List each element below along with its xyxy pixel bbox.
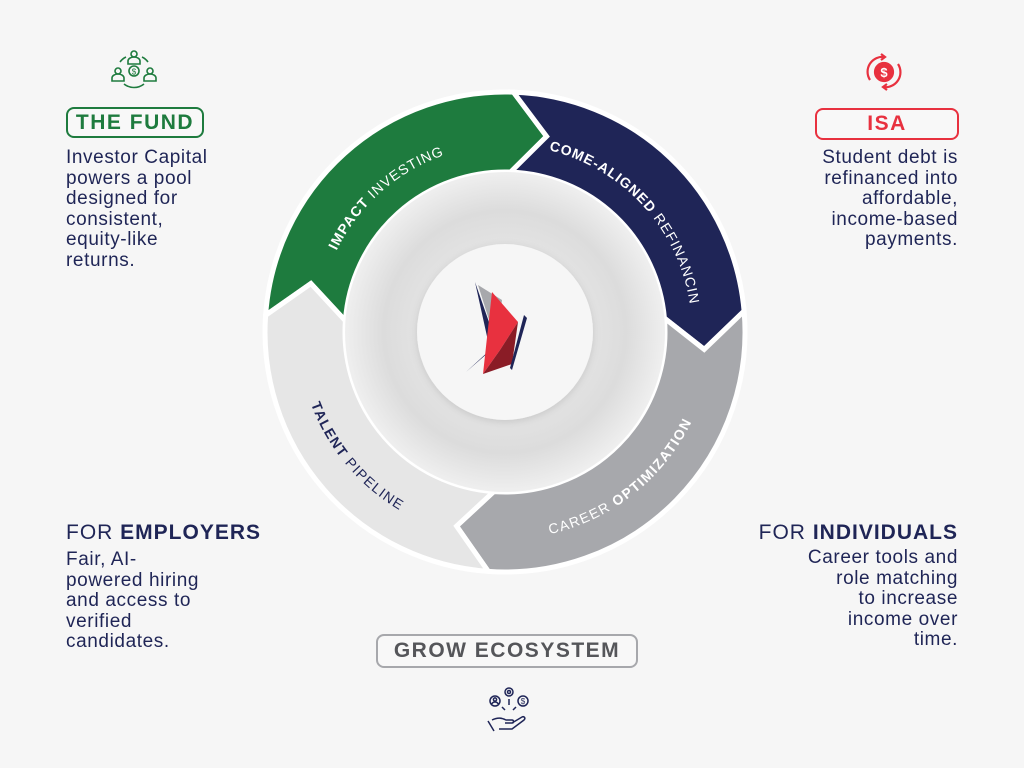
employers-line: and access to <box>66 590 192 611</box>
fund-line: consistent, <box>66 208 164 230</box>
fund-icon: $ <box>108 48 160 90</box>
isa-line: Student debt is <box>822 147 958 168</box>
fund-line: Investor Capital <box>66 147 208 168</box>
employers-prefix: FOR <box>66 521 121 544</box>
employers-line: verified <box>66 610 133 632</box>
individuals-line: role matching <box>836 567 958 589</box>
individuals-line: Career tools and <box>807 547 958 568</box>
individuals-line: time. <box>913 629 958 650</box>
svg-text:$: $ <box>880 65 888 80</box>
employers-line: Fair, AI- <box>66 549 137 570</box>
employers-title: EMPLOYERS <box>120 521 262 544</box>
fund-line: returns. <box>66 249 136 271</box>
individuals-title: INDIVIDUALS <box>812 521 958 544</box>
svg-text:$: $ <box>132 68 137 77</box>
individuals-line: to increase <box>858 588 958 609</box>
fund-line: designed for <box>66 188 178 209</box>
svg-text:$: $ <box>521 697 526 706</box>
fund-line: powers a pool <box>66 167 193 189</box>
employers-line: powered hiring <box>66 569 200 591</box>
isa-line: refinanced into <box>824 167 958 189</box>
employers-line: candidates. <box>66 631 170 652</box>
individuals-heading: FOR INDIVIDUALS <box>759 521 958 545</box>
fund-label: THE FUND <box>66 107 204 138</box>
isa-line: income-based <box>831 208 958 230</box>
isa-description: Student debt is refinanced into affordab… <box>822 147 958 251</box>
employers-description: Fair, AI- powered hiring and access to v… <box>66 549 200 653</box>
center-logo <box>466 282 527 374</box>
employers-heading: FOR EMPLOYERS <box>66 521 261 545</box>
isa-label: ISA <box>815 108 959 140</box>
cycle-segments <box>262 89 748 575</box>
individuals-line: income over <box>847 608 958 630</box>
isa-line: payments. <box>864 229 958 250</box>
isa-line: affordable, <box>861 188 958 209</box>
fund-description: Investor Capital powers a pool designed … <box>66 147 208 271</box>
ecosystem-label: GROW ECOSYSTEM <box>376 634 638 668</box>
individuals-prefix: FOR <box>758 521 813 544</box>
isa-icon: $ <box>862 50 906 94</box>
ecosystem-icon: $ <box>484 685 534 735</box>
fund-line: equity-like <box>66 229 159 250</box>
individuals-description: Career tools and role matching to increa… <box>807 547 958 651</box>
